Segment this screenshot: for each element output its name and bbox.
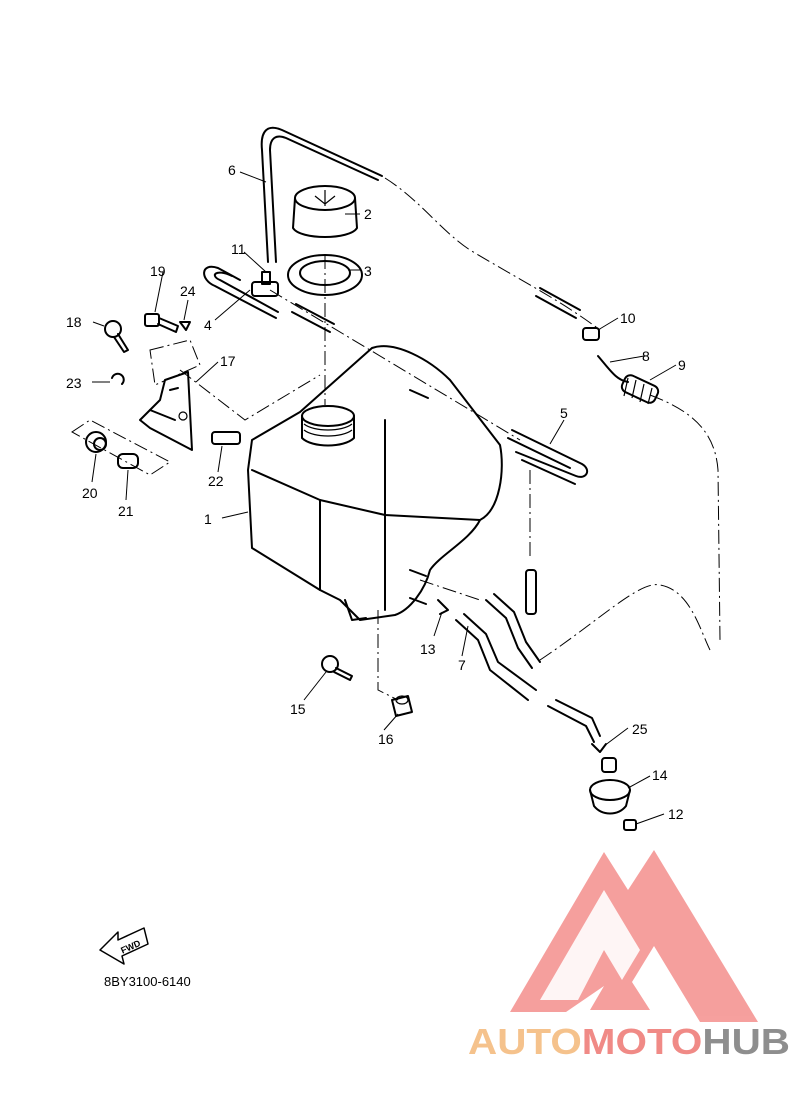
callouts: 1 2 3 4 5 6 7 8 9 10 11 12 13 14 15 16 1… — [66, 162, 686, 822]
callout-21: 21 — [118, 503, 134, 519]
callout-7: 7 — [458, 657, 466, 673]
part-2-cap — [292, 185, 358, 238]
diagram-code: 8BY3100-6140 — [104, 974, 191, 989]
part-25-clip — [591, 743, 607, 753]
callout-12: 12 — [668, 806, 684, 822]
callout-20: 20 — [82, 485, 98, 501]
fwd-arrow-icon: FWD — [99, 927, 149, 965]
part-21-collar — [117, 453, 139, 469]
part-24-clip — [179, 321, 191, 331]
part-4-hose — [203, 265, 335, 333]
part-10-fitting — [582, 327, 600, 341]
watermark-part-moto: MOTO — [582, 1021, 703, 1062]
callout-2: 2 — [364, 206, 372, 222]
part-3-gasket — [287, 254, 363, 296]
part-8-hose — [597, 355, 629, 383]
part-7-hose — [455, 593, 541, 701]
watermark-part-hub: HUB — [702, 1021, 790, 1062]
part-16-grommet — [391, 695, 413, 717]
watermark-logo-icon — [510, 850, 758, 1022]
callout-5: 5 — [560, 405, 568, 421]
callout-23: 23 — [66, 375, 82, 391]
callout-4: 4 — [204, 317, 212, 333]
callout-15: 15 — [290, 701, 306, 717]
callout-14: 14 — [652, 767, 668, 783]
hose-segments — [525, 287, 581, 615]
callout-13: 13 — [420, 641, 436, 657]
part-22-bolt — [211, 431, 241, 445]
part-14-filter — [589, 757, 631, 815]
part-1-tank — [247, 345, 503, 621]
callout-1: 1 — [204, 511, 212, 527]
callout-24: 24 — [180, 283, 196, 299]
callout-8: 8 — [642, 348, 650, 364]
watermark-part-auto: AUTO — [468, 1021, 582, 1062]
callout-17: 17 — [220, 353, 236, 369]
callout-16: 16 — [378, 731, 394, 747]
leader-lines — [91, 171, 677, 825]
part-5-hose — [507, 429, 589, 485]
callout-3: 3 — [364, 263, 372, 279]
part-12-clamp — [623, 819, 637, 831]
part-23-clip — [111, 372, 125, 385]
part-9-spring — [620, 374, 660, 405]
part-18-bolt — [104, 320, 129, 353]
part-20-grommet — [85, 431, 107, 453]
part-17-bracket — [139, 371, 193, 451]
lower-hose — [547, 699, 601, 743]
callout-22: 22 — [208, 473, 224, 489]
callout-25: 25 — [632, 721, 648, 737]
part-19-bolt — [144, 313, 179, 333]
part-6-hose — [260, 126, 383, 263]
part-15-bolt — [321, 655, 353, 681]
callout-10: 10 — [620, 310, 636, 326]
callout-11: 11 — [231, 241, 246, 257]
callout-9: 9 — [678, 357, 686, 373]
callout-6: 6 — [228, 162, 236, 178]
callout-19: 19 — [150, 263, 166, 279]
part-13-clamp — [437, 599, 449, 615]
callout-18: 18 — [66, 314, 82, 330]
